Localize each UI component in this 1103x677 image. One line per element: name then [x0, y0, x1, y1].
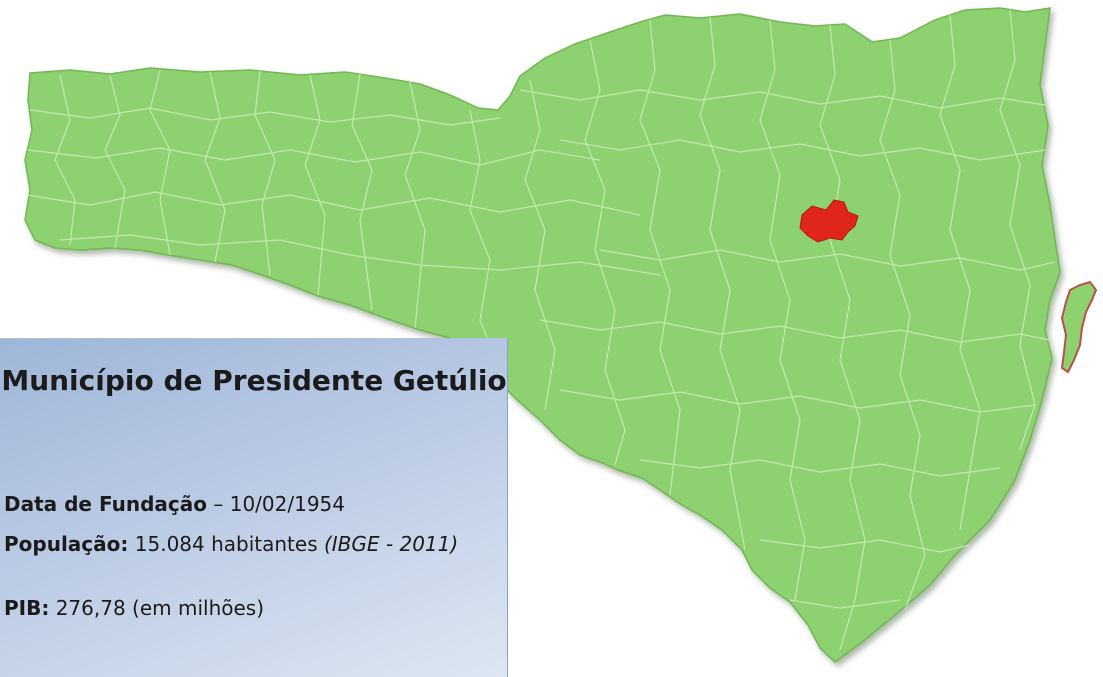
fundacao-line: Data de Fundação – 10/02/1954	[4, 489, 504, 519]
ilha-de-santa-catarina	[1060, 280, 1098, 374]
municipio-title: Município de Presidente Getúlio	[1, 364, 507, 397]
pib-value: 276,78 (em milhões)	[49, 596, 265, 620]
populacao-value: 15.084 habitantes	[128, 532, 324, 556]
fundacao-value: 10/02/1954	[229, 492, 346, 516]
populacao-line: População: 15.084 habitantes (IBGE - 201…	[4, 529, 504, 559]
municipal-boundaries	[26, 9, 1056, 651]
municipio-presidente-getulio-area[interactable]	[799, 199, 859, 243]
municipio-info-box: Município de Presidente Getúlio Data de …	[0, 338, 508, 677]
fundacao-separator: –	[207, 492, 230, 516]
pib-line: PIB: 276,78 (em milhões)	[4, 593, 504, 623]
state-territory	[24, 7, 1061, 663]
populacao-label: População:	[4, 532, 129, 556]
populacao-source: (IBGE - 2011)	[323, 532, 459, 556]
pib-label: PIB:	[4, 596, 50, 620]
fundacao-label: Data de Fundação	[4, 492, 208, 516]
